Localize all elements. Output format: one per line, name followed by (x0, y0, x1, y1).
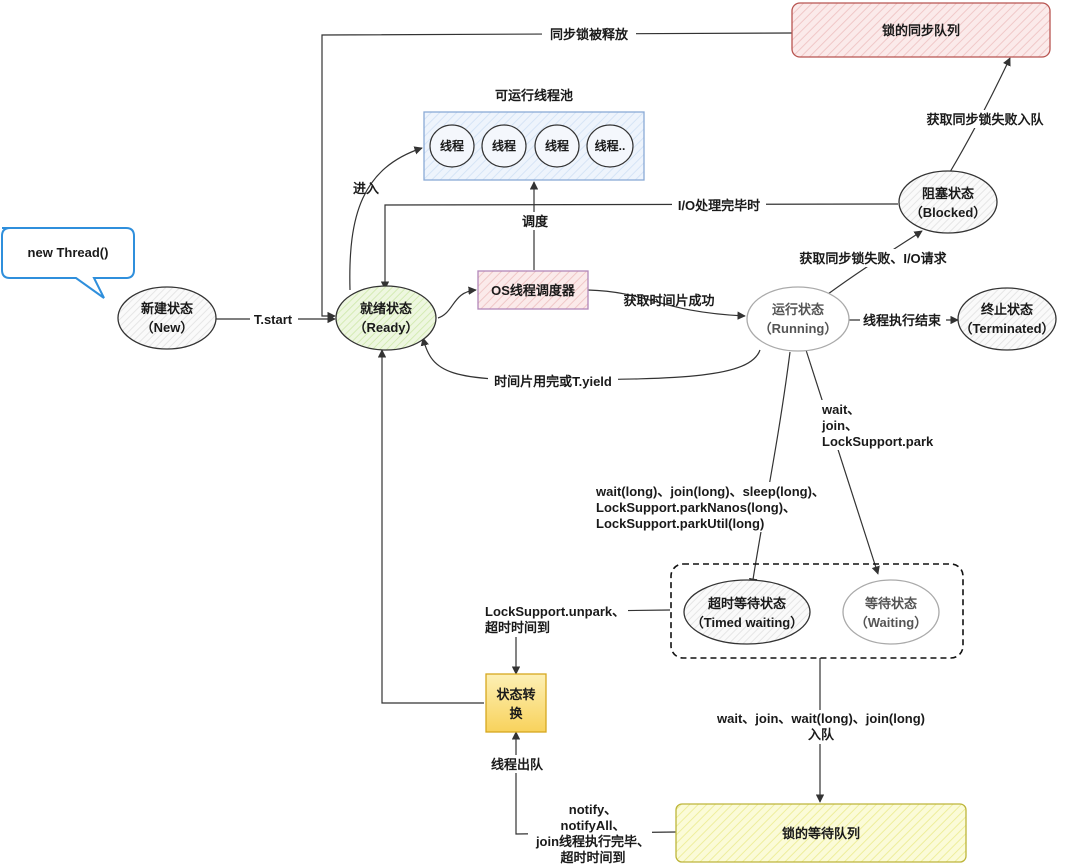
edge-get-timeslice (587, 289, 746, 320)
label-yield: 时间片用完或T.yield (494, 374, 612, 389)
label-wait-untimed-1: wait、 (821, 402, 860, 417)
runnable-pool: 可运行线程池 线程 线程 线程 线程.. (423, 88, 645, 181)
label-get-timeslice: 获取时间片成功 (623, 293, 714, 308)
os-scheduler: OS线程调度器 (477, 270, 589, 310)
label-wait-timed-3: LockSupport.parkUtil(long) (596, 516, 764, 531)
edge-timed-wait (748, 351, 791, 587)
waiting-state-name: 等待状态 (864, 596, 917, 611)
label-notify-3: join线程执行完毕、 (535, 834, 650, 849)
pool-thread-4: 线程.. (586, 124, 634, 168)
edge-enter (349, 146, 423, 291)
pool-thread-4-label: 线程.. (595, 138, 626, 153)
os-scheduler-label: OS线程调度器 (491, 283, 576, 298)
timed-waiting-name: 超时等待状态 (708, 596, 786, 611)
state-transition-line1: 状态转 (496, 687, 535, 702)
label-enqueue-fail: 获取同步锁失败入队 (926, 112, 1044, 127)
label-io-done: I/O处理完毕时 (678, 198, 760, 213)
lock-wait-queue-label: 锁的等待队列 (782, 826, 860, 841)
edge-transition-to-ready (377, 349, 484, 704)
edge-ready-to-scheduler (437, 286, 477, 319)
label-block-fail: 获取同步锁失败、I/O请求 (799, 251, 947, 266)
edge-wait (805, 349, 880, 575)
label-unpark-2: 超时时间到 (485, 620, 550, 635)
label-wait-untimed-2: join、 (821, 418, 858, 433)
lock-sync-queue-label: 锁的同步队列 (882, 23, 960, 38)
edge-labels: 同步锁被释放 获取同步锁失败入队 进入 I/O处理完毕时 调度 获取同步锁失败、… (250, 25, 1048, 866)
timed-waiting-state: 超时等待状态 （Timed waiting） (683, 579, 811, 645)
label-schedule: 调度 (522, 214, 549, 229)
pool-thread-2: 线程 (481, 124, 527, 168)
label-wait-enqueue-1: wait、join、wait(long)、join(long) (716, 711, 925, 726)
running-state-en: （Running） (759, 321, 838, 336)
label-t-start: T.start (254, 312, 293, 327)
label-notify-2: notifyAll、 (561, 818, 626, 833)
new-thread-bubble: new Thread() (1, 227, 135, 299)
label-enter: 进入 (353, 181, 379, 196)
terminated-state: 终止状态 （Terminated） (957, 287, 1057, 351)
running-state-name: 运行状态 (772, 302, 824, 317)
new-thread-label: new Thread() (28, 245, 109, 260)
waiting-group: 超时等待状态 （Timed waiting） 等待状态 （Waiting） (670, 563, 964, 659)
lock-wait-queue: 锁的等待队列 (675, 803, 967, 863)
new-state-name: 新建状态 (141, 301, 193, 316)
waiting-state-en: （Waiting） (855, 615, 927, 630)
pool-thread-1: 线程 (429, 124, 475, 168)
new-state-en: （New） (141, 320, 194, 335)
ready-state-name: 就绪状态 (360, 301, 412, 316)
label-thread-end: 线程执行结束 (863, 313, 942, 328)
terminated-state-name: 终止状态 (981, 302, 1033, 317)
ready-state-en: （Ready） (353, 320, 418, 335)
state-transition-line2: 换 (509, 706, 523, 721)
running-state: 运行状态 （Running） (746, 286, 850, 352)
terminated-state-en: （Terminated） (959, 321, 1054, 336)
label-notify-4: 超时时间到 (560, 850, 625, 865)
waiting-state: 等待状态 （Waiting） (842, 579, 940, 645)
blocked-state-name: 阻塞状态 (922, 186, 974, 201)
lock-sync-queue: 锁的同步队列 (791, 2, 1051, 58)
pool-thread-3-label: 线程 (545, 138, 569, 153)
ready-state: 就绪状态 （Ready） (335, 285, 437, 351)
label-wait-timed-2: LockSupport.parkNanos(long)、 (596, 500, 796, 515)
label-dequeue: 线程出队 (491, 757, 544, 772)
label-notify-1: notify、 (569, 802, 617, 817)
blocked-state-en: （Blocked） (910, 205, 987, 220)
runnable-pool-title: 可运行线程池 (495, 88, 573, 103)
label-sync-released: 同步锁被释放 (550, 27, 629, 42)
state-transition: 状态转 换 (485, 673, 547, 733)
label-unpark-1: LockSupport.unpark、 (485, 604, 625, 619)
pool-thread-3: 线程 (534, 124, 580, 168)
edge-io-done (380, 203, 899, 290)
pool-thread-1-label: 线程 (440, 138, 464, 153)
new-state: 新建状态 （New） (117, 286, 217, 350)
label-wait-untimed-3: LockSupport.park (822, 434, 934, 449)
blocked-state: 阻塞状态 （Blocked） (898, 170, 998, 234)
pool-thread-2-label: 线程 (492, 138, 516, 153)
label-wait-timed-1: wait(long)、join(long)、sleep(long)、 (595, 484, 825, 499)
timed-waiting-en: （Timed waiting） (691, 615, 803, 630)
label-wait-enqueue-2: 入队 (808, 727, 835, 742)
